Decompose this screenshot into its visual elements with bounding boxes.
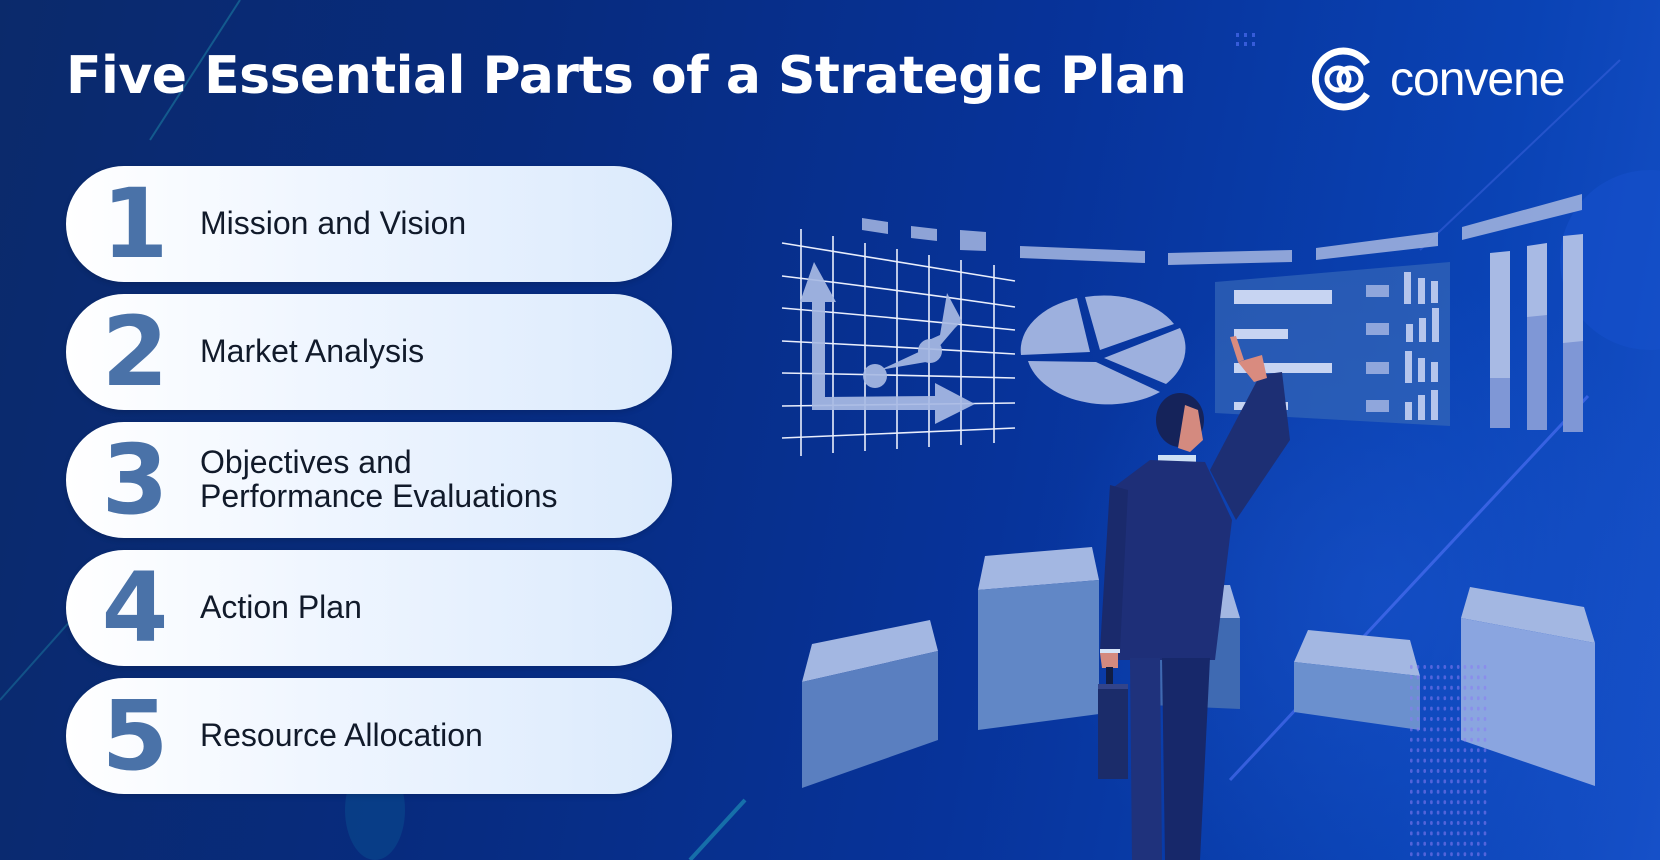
list-item: 3 Objectives and Performance Evaluations (66, 422, 672, 538)
list-item: 5 Resource Allocation (66, 678, 672, 794)
brand-name: convene (1390, 52, 1565, 106)
list-item: 4 Action Plan (66, 550, 672, 666)
dot-grid-decoration (1410, 665, 1487, 857)
businessman-figure (1098, 336, 1290, 860)
list-item: 2 Market Analysis (66, 294, 672, 410)
item-label: Resource Allocation (200, 717, 483, 754)
item-number: 1 (101, 168, 169, 280)
pie-chart-icon (1020, 295, 1186, 405)
list-item: 1 Mission and Vision (66, 166, 672, 282)
item-number: 2 (101, 296, 169, 408)
item-label: Mission and Vision (200, 205, 467, 242)
brand-logo: convene (1312, 46, 1565, 112)
item-label: Market Analysis (200, 333, 425, 370)
page-title: Five Essential Parts of a Strategic Plan (66, 46, 1187, 106)
data-table-with-mini-bars (1215, 262, 1450, 426)
item-number: 5 (101, 680, 169, 792)
hologram-arc (862, 194, 1582, 265)
item-label: Action Plan (200, 589, 362, 626)
line-growth-chart-icon (781, 229, 1016, 456)
isometric-blocks (802, 547, 1595, 788)
item-number: 3 (101, 424, 169, 536)
convene-logo-icon (1312, 47, 1370, 111)
parts-list: 1 Mission and Vision 2 Market Analysis 3… (66, 166, 672, 806)
item-number: 4 (101, 552, 169, 664)
tall-bar-chart (1490, 234, 1583, 432)
item-label: Objectives and Performance Evaluations (200, 444, 558, 514)
